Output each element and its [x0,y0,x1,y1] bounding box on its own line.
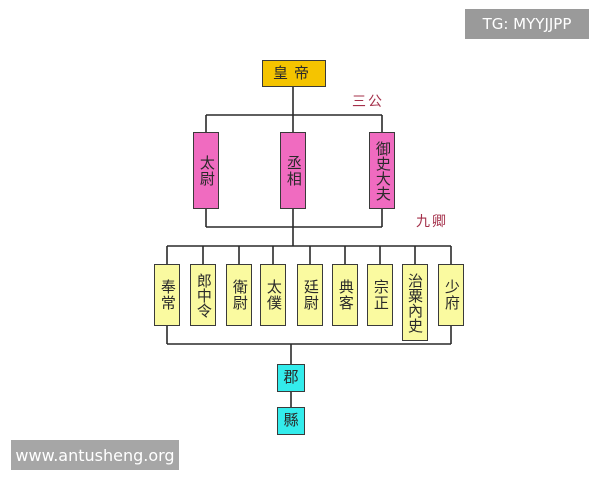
jiu-qing-label-zongzheng: 宗正 [371,279,390,311]
jiu-qing-label-weiwei: 衛尉 [230,279,249,311]
jiu-qing-box-weiwei: 衛尉 [226,264,252,326]
watermark-top-right-text: TG: MYYJJPP [482,15,572,33]
jiu-qing-box-fengchang: 奉常 [154,264,180,326]
san-gong-box-taiwei: 太尉 [193,132,219,209]
commandery-label: 郡 [283,368,299,387]
jiu-qing-box-taipu: 太僕 [260,264,286,326]
emperor-box: 皇帝 [262,60,326,87]
san-gong-label-yushidafu: 御史大夫 [373,140,392,201]
jiu-qing-box-tingwei: 廷尉 [297,264,323,326]
watermark-bottom-left: www.antusheng.org [11,440,179,470]
jiu-qing-label-langzhongling: 郎中令 [194,272,213,318]
san-gong-box-yushidafu: 御史大夫 [369,132,395,209]
emperor-label: 皇帝 [272,63,315,82]
jiu-qing-label-tingwei: 廷尉 [301,279,320,311]
commandery-box: 郡 [277,364,305,392]
jiu-qing-box-zongzheng: 宗正 [367,264,393,326]
county-box: 縣 [277,407,305,435]
san-gong-box-chengxiang: 丞相 [280,132,306,209]
watermark-top-right: TG: MYYJJPP [465,9,589,39]
jiu-qing-label: 九卿 [416,214,448,230]
county-label: 縣 [283,411,299,430]
jiu-qing-box-shaofu: 少府 [438,264,464,326]
jiu-qing-label-taipu: 太僕 [264,279,283,311]
jiu-qing-box-dianke: 典客 [332,264,358,326]
watermark-bottom-left-text: www.antusheng.org [15,445,175,465]
jiu-qing-box-langzhongling: 郎中令 [190,264,216,326]
san-gong-label-taiwei: 太尉 [197,154,216,187]
san-gong-label-chengxiang: 丞相 [284,154,303,187]
jiu-qing-label-zhisuneishi: 治粟內史 [406,272,424,333]
jiu-qing-box-zhisuneishi: 治粟內史 [402,264,428,341]
jiu-qing-label-shaofu: 少府 [442,279,461,311]
jiu-qing-label-dianke: 典客 [336,279,355,311]
jiu-qing-label-fengchang: 奉常 [158,279,177,311]
san-gong-label: 三公 [352,94,384,110]
